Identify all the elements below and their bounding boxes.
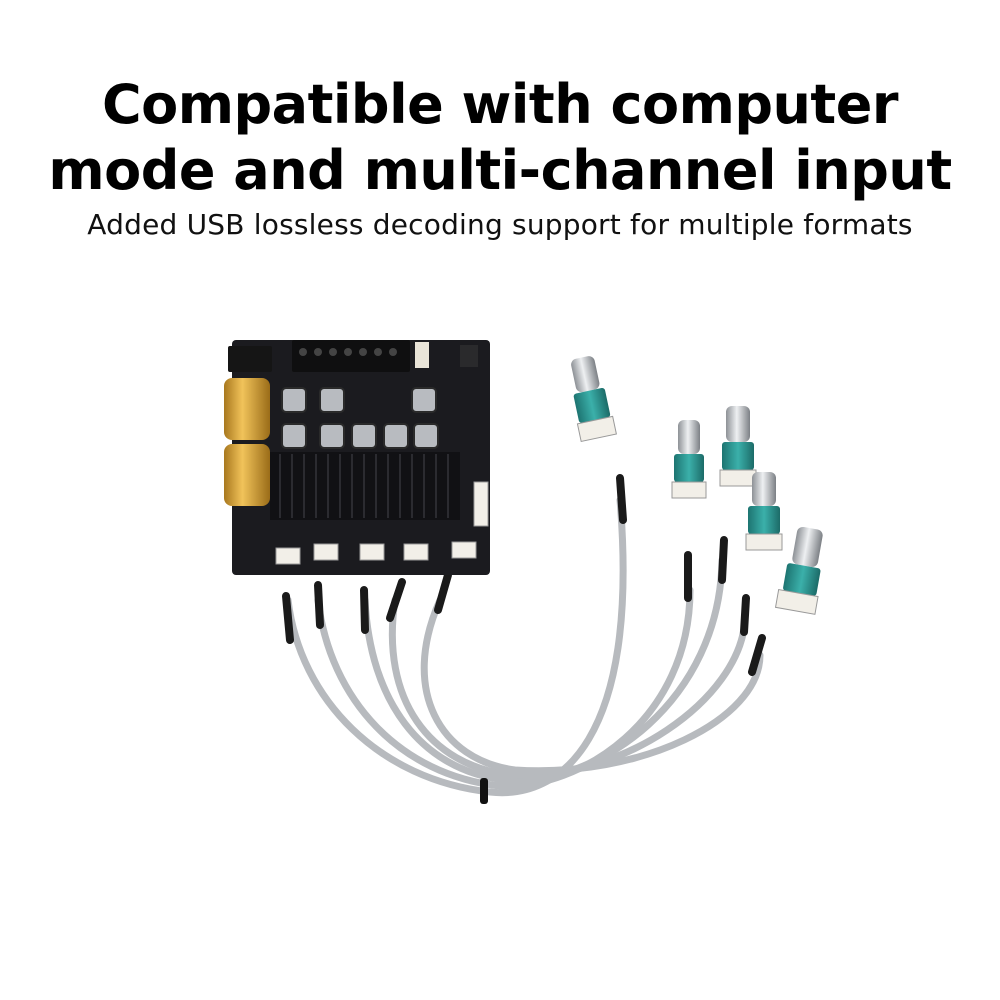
amplifier-board — [224, 340, 490, 575]
cable-3 — [361, 556, 726, 784]
cable-5 — [420, 596, 764, 775]
potentiometer-1 — [571, 356, 617, 443]
cable-2 — [314, 586, 694, 790]
cable-4 — [388, 596, 749, 779]
cable-bundle — [284, 496, 764, 797]
cable-tie — [480, 778, 488, 804]
headline: Compatible with computer mode and multi-… — [0, 72, 1000, 204]
capacitor-1 — [224, 378, 270, 440]
potentiometer-4 — [745, 472, 783, 551]
power-terminal — [228, 346, 272, 372]
headline-line-1: Compatible with computer — [102, 73, 899, 136]
potentiometer-2 — [671, 420, 707, 499]
cable-heatshrink — [282, 474, 766, 676]
potentiometer-5 — [774, 526, 823, 615]
cable-1 — [284, 496, 627, 797]
potentiometer-3 — [719, 406, 757, 487]
subheadline: Added USB lossless decoding support for … — [87, 208, 913, 241]
headline-line-2: mode and multi-channel input — [48, 139, 952, 202]
terminal-block — [292, 340, 410, 372]
capacitor-2 — [224, 444, 270, 506]
